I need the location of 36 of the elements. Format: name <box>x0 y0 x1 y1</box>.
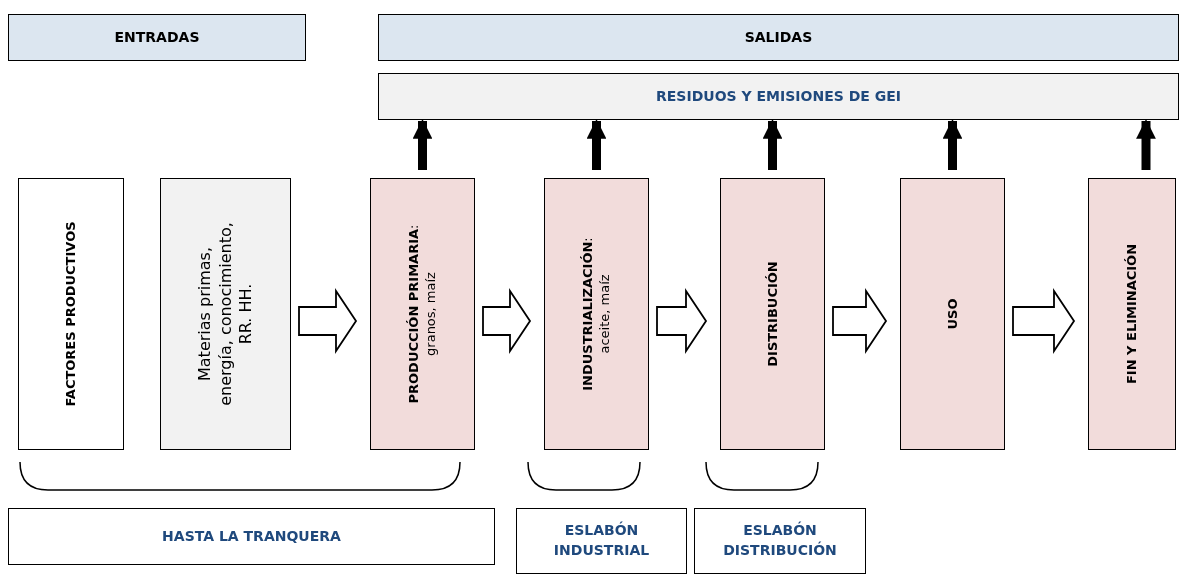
arrow <box>762 119 783 170</box>
arrow <box>412 119 433 170</box>
stage-box <box>544 178 649 450</box>
node-text: Materias primas, energía, conocimiento, RR. HH. <box>194 221 256 408</box>
block-arrow <box>482 288 532 354</box>
stage-box <box>370 178 475 450</box>
block-arrow <box>298 288 358 354</box>
node-text: RESIDUOS Y EMISIONES DE GEI <box>655 86 902 106</box>
block-arrow <box>1012 288 1076 354</box>
node-text: INDUSTRIALIZACIÓN: aceite, maíz <box>579 236 613 393</box>
node-text: SALIDAS <box>743 27 814 47</box>
process-box <box>18 178 124 450</box>
node-text: ENTRADAS <box>113 27 201 47</box>
node-text: PRODUCCIÓN PRIMARIA: granos, maíz <box>405 223 439 406</box>
header-box <box>8 14 306 61</box>
label-box <box>694 508 866 574</box>
process-box <box>160 178 291 450</box>
stage-box <box>1088 178 1176 450</box>
node-text: HASTA LA TRANQUERA <box>161 526 342 546</box>
block-arrow <box>832 288 888 354</box>
stage-box <box>720 178 825 450</box>
node-text: FACTORES PRODUCTIVOS <box>62 221 79 407</box>
label-box <box>8 508 495 565</box>
node-text: FIN Y ELIMINACIÓN <box>1123 243 1140 385</box>
node-text: USO <box>944 298 961 330</box>
banner-box <box>378 73 1179 120</box>
node-text: DISTRIBUCIÓN <box>764 261 781 367</box>
arrow <box>942 119 963 170</box>
header-box <box>378 14 1179 61</box>
arrow <box>586 119 607 170</box>
block-arrow <box>656 288 708 354</box>
node-text: ESLABÓN INDUSTRIAL <box>552 521 651 560</box>
label-box <box>516 508 687 574</box>
node-text: ESLABÓN DISTRIBUCIÓN <box>722 521 838 560</box>
arrow <box>1136 119 1156 170</box>
stage-box <box>900 178 1005 450</box>
